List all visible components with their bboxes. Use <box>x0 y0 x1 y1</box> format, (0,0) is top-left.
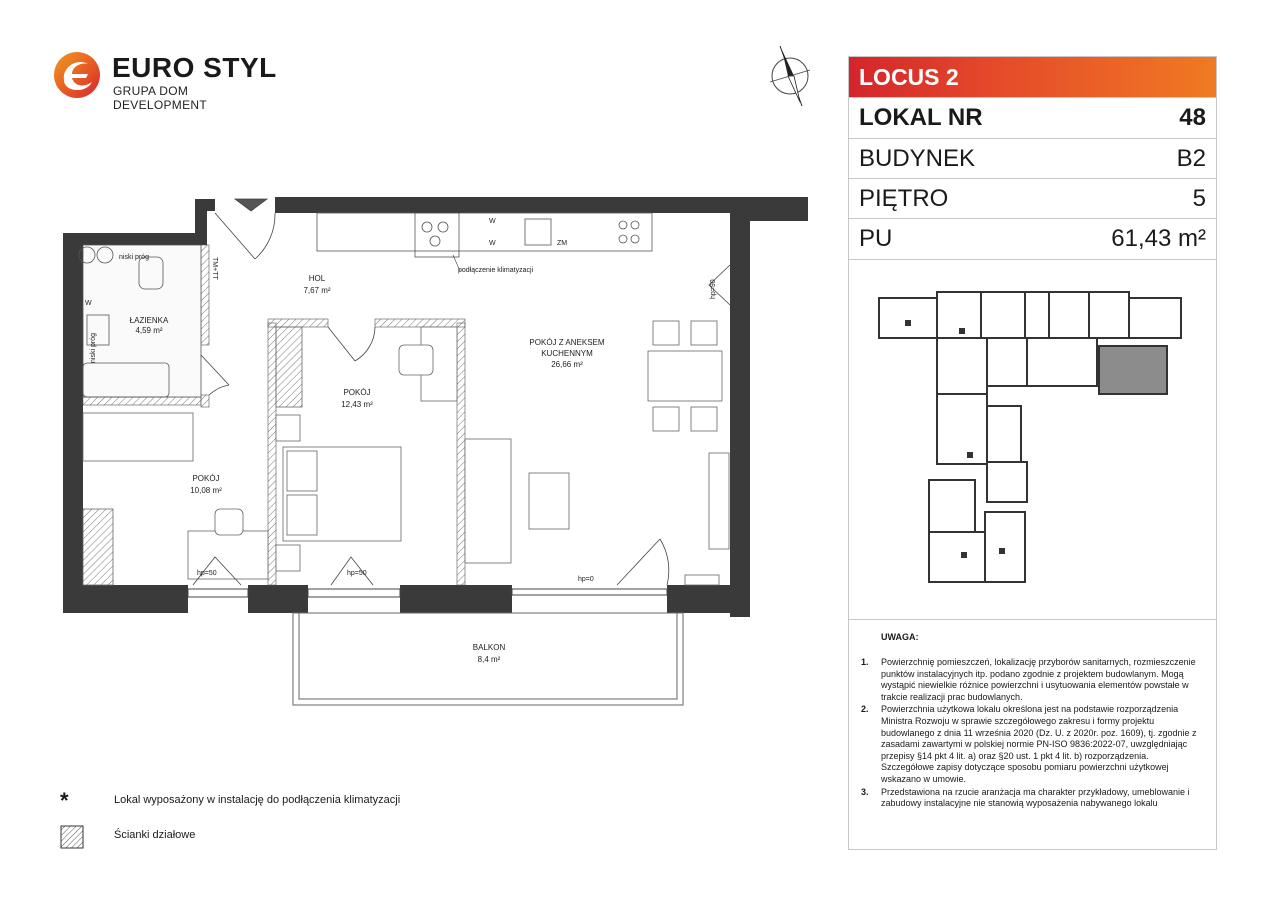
salon-name-line1: POKÓJ Z ANEKSEM <box>529 338 604 347</box>
kitchen-counter <box>316 212 653 258</box>
highlighted-unit <box>1098 345 1168 395</box>
tm-tt-label: TM+TT <box>211 257 218 280</box>
outer-walls <box>63 197 808 617</box>
balkon-name: BALKON <box>473 643 506 652</box>
pokoj-small-name: POKÓJ <box>192 474 219 483</box>
low-threshold-top: niski próg <box>119 254 149 261</box>
hol-area: 7,67 m² <box>303 286 330 295</box>
info-row-area: PU 61,43 m² <box>849 218 1216 259</box>
pokoj-small-area: 10,08 m² <box>190 486 222 495</box>
building-value: B2 <box>1176 145 1206 172</box>
hatched-wall-icon <box>60 825 84 849</box>
asterisk-icon: * <box>60 788 69 813</box>
note-text: Przedstawiona na rzucie aranżacja ma cha… <box>881 786 1190 809</box>
hp50-window-a: hp=50 <box>197 570 217 577</box>
furniture <box>82 320 730 586</box>
floor-label: PIĘTRO <box>859 185 949 212</box>
note-text: Powierzchnia użytkowa lokalu określona j… <box>881 704 1197 784</box>
note-item: 2. Powierzchnia użytkowa lokalu określon… <box>861 704 1202 785</box>
info-row-unit: LOKAL NR 48 <box>849 97 1216 138</box>
balcony-outline <box>292 612 684 706</box>
info-row-building: BUDYNEK B2 <box>849 138 1216 179</box>
legend-ac-text: Lokal wyposażony w instalację do podłącz… <box>114 794 401 806</box>
w-label-3: W <box>489 240 496 247</box>
note-item: 3. Przedstawiona na rzucie aranżacja ma … <box>861 787 1202 810</box>
brand-name: EURO STYL <box>112 52 277 83</box>
pokoj-mid-area: 12,43 m² <box>341 400 373 409</box>
project-name: LOCUS 2 <box>859 64 959 90</box>
salon-name-line2: KUCHENNYM <box>541 349 593 358</box>
key-plan <box>849 259 1216 619</box>
note-number: 1. <box>861 657 869 667</box>
note-text: Powierzchnię pomieszczeń, lokalizację pr… <box>881 657 1196 702</box>
notes-title: UWAGA: <box>881 632 919 642</box>
pokoj-mid-name: POKÓJ <box>343 388 370 397</box>
building-label: BUDYNEK <box>859 145 976 172</box>
doors <box>192 198 731 586</box>
floor-value: 5 <box>1192 185 1206 212</box>
hp50-window-b: hp=50 <box>347 570 367 577</box>
salon-area: 26,66 m² <box>551 360 583 369</box>
lazienka-name: ŁAZIENKA <box>130 316 169 325</box>
hp0-balcony-door: hp=0 <box>578 576 594 583</box>
floor-plan: HOL 7,67 m² ŁAZIENKA 4,59 m² POKÓJ 10,08… <box>63 197 808 706</box>
note-item: 1. Powierzchnię pomieszczeń, lokalizację… <box>861 657 1202 703</box>
bathroom-fixtures <box>78 244 202 398</box>
hol-name: HOL <box>309 274 326 283</box>
unit-number-label: LOKAL NR <box>859 104 983 131</box>
info-row-floor: PIĘTRO 5 <box>849 178 1216 219</box>
brand-logo: EURO STYL GRUPA DOM DEVELOPMENT <box>52 50 282 112</box>
unit-number-value: 48 <box>1179 104 1206 131</box>
note-number: 2. <box>861 704 869 715</box>
hp90-window: hp=90 <box>710 279 717 299</box>
low-threshold-side: niski próg <box>90 333 97 363</box>
area-label: PU <box>859 225 893 252</box>
unit-info-panel: LOCUS 2 LOKAL NR 48 BUDYNEK B2 PIĘTRO 5 … <box>848 56 1217 850</box>
balkon-area: 8,4 m² <box>478 655 501 664</box>
project-header: LOCUS 2 <box>849 57 1216 97</box>
note-number: 3. <box>861 786 869 797</box>
area-value: 61,43 m² <box>1111 225 1206 252</box>
w-label-2: W <box>489 218 496 225</box>
w-label-1: W <box>85 300 92 307</box>
ac-connection-note: podłączenie klimatyzacji <box>458 267 534 274</box>
lazienka-area: 4,59 m² <box>135 326 162 335</box>
building-key-plan <box>878 291 1182 583</box>
brand-subtitle: GRUPA DOM DEVELOPMENT <box>113 84 207 112</box>
legend-walls-text: Ścianki działowe <box>114 829 196 841</box>
euro-styl-logo-icon <box>54 52 100 98</box>
windows <box>187 588 668 598</box>
north-arrow-icon <box>769 45 811 107</box>
notes-section: UWAGA: 1. Powierzchnię pomieszczeń, loka… <box>849 619 1216 849</box>
zm-label: ZM <box>557 240 567 247</box>
